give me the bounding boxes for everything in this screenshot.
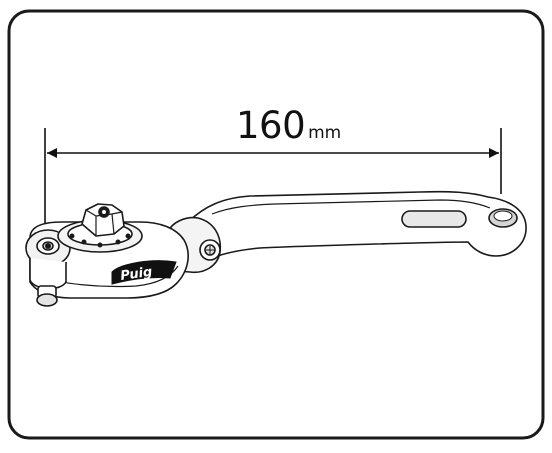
brake-lever	[25, 190, 527, 307]
lever-blade	[187, 190, 527, 259]
body-screw-icon	[45, 243, 51, 249]
brand-logo-text: Puig	[119, 265, 153, 284]
dial-markings	[69, 233, 131, 248]
lever-slot	[401, 210, 467, 228]
blade-edge	[211, 199, 491, 215]
brand-logo: Puig	[111, 260, 177, 285]
dimension-value: 160	[236, 104, 306, 147]
dimension-unit: mm	[308, 123, 342, 143]
